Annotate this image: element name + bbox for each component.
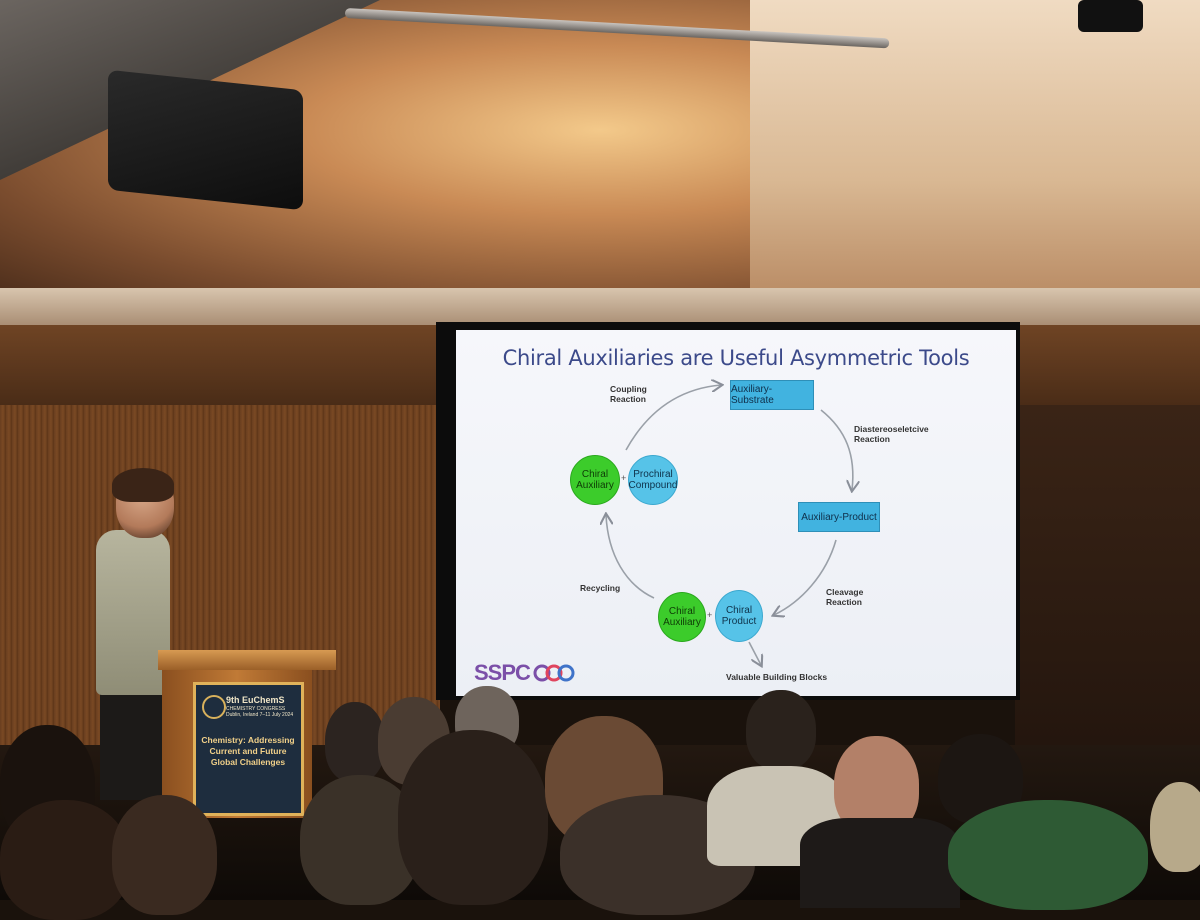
- audience-head: [112, 795, 217, 915]
- ceiling-right-panel: [750, 0, 1200, 300]
- circle-label-line: Chiral: [725, 605, 753, 616]
- audience-head: [398, 730, 548, 905]
- audience-body: [800, 818, 960, 908]
- circle-label-line: Auxiliary: [576, 480, 614, 491]
- audience-cap: [948, 800, 1148, 910]
- valuable-building-blocks-label: Valuable Building Blocks: [726, 672, 828, 682]
- circle-label-line: Auxiliary: [663, 617, 701, 628]
- circle-label-line: Compound: [628, 480, 678, 491]
- euchems-swirl-icon: [202, 695, 226, 719]
- podium-subtitle-line: Dublin, Ireland 7–11 July 2024: [226, 712, 294, 718]
- label-line: Reaction: [826, 597, 862, 607]
- label-line: Diastereoseletcive: [854, 424, 929, 434]
- cycle-arrows: [456, 330, 1016, 696]
- audience-head: [0, 800, 130, 920]
- wall-speaker-right: [1078, 0, 1143, 32]
- circle-label-line: Chiral: [581, 469, 609, 480]
- audience-head: [746, 690, 816, 770]
- circle-label-line: Chiral: [668, 606, 696, 617]
- recycling-label: Recycling: [580, 583, 621, 593]
- podium-event-title: 9th EuChemS: [226, 695, 285, 705]
- circle-label-line: Prochiral: [633, 469, 673, 480]
- soffit: [0, 288, 1200, 328]
- wall-right: [1015, 405, 1200, 745]
- podium-tagline: Chemistry: Addressing Current and Future…: [201, 735, 295, 767]
- presentation-slide: Chiral Auxiliaries are Useful Asymmetric…: [456, 330, 1016, 696]
- circle-label-line: Product: [721, 616, 757, 627]
- podium-subtitle-line: CHEMISTRY CONGRESS: [226, 706, 286, 712]
- label-line: Reaction: [610, 394, 646, 404]
- plus-sign-bottom: +: [707, 610, 713, 620]
- label-line: Cleavage: [826, 587, 864, 597]
- presenter-body: [96, 530, 170, 695]
- sspc-logo: SSPC: [474, 660, 576, 686]
- infinity-loops-icon: [533, 664, 575, 682]
- slide-title: Chiral Auxiliaries are Useful Asymmetric…: [502, 346, 970, 370]
- presenter-hair: [112, 468, 174, 502]
- presenter-legs: [100, 690, 162, 800]
- label-line: Coupling: [610, 384, 647, 394]
- auxiliary-product-box: Auxiliary-Product: [798, 502, 880, 532]
- audience-head: [325, 702, 385, 782]
- logo-text: SSPC: [474, 660, 531, 685]
- auxiliary-substrate-box: Auxiliary-Substrate: [730, 380, 814, 410]
- podium-top: [158, 650, 336, 670]
- wall-speaker: [108, 69, 303, 211]
- label-line: Reaction: [854, 434, 890, 444]
- plus-sign-top: +: [621, 473, 627, 483]
- audience-head: [1150, 782, 1200, 872]
